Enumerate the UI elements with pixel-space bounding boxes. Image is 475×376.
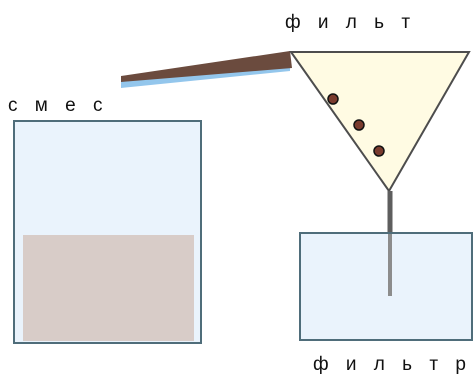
particle-1 <box>327 93 339 105</box>
filtrate-beaker <box>299 232 473 341</box>
filter-label: ф и л ь т <box>285 12 417 33</box>
liquid-stream <box>121 67 290 88</box>
filter-funnel <box>289 51 471 193</box>
glass-rod-icon <box>121 51 292 82</box>
mixture-liquid <box>23 235 194 341</box>
mixture-label: с м е с <box>8 95 109 116</box>
mixture-beaker <box>13 120 202 344</box>
solid-particle-icon <box>327 93 385 157</box>
particle-3 <box>373 145 385 157</box>
filtrate-label: ф и л ь т р <box>313 354 472 375</box>
particle-2 <box>353 119 365 131</box>
